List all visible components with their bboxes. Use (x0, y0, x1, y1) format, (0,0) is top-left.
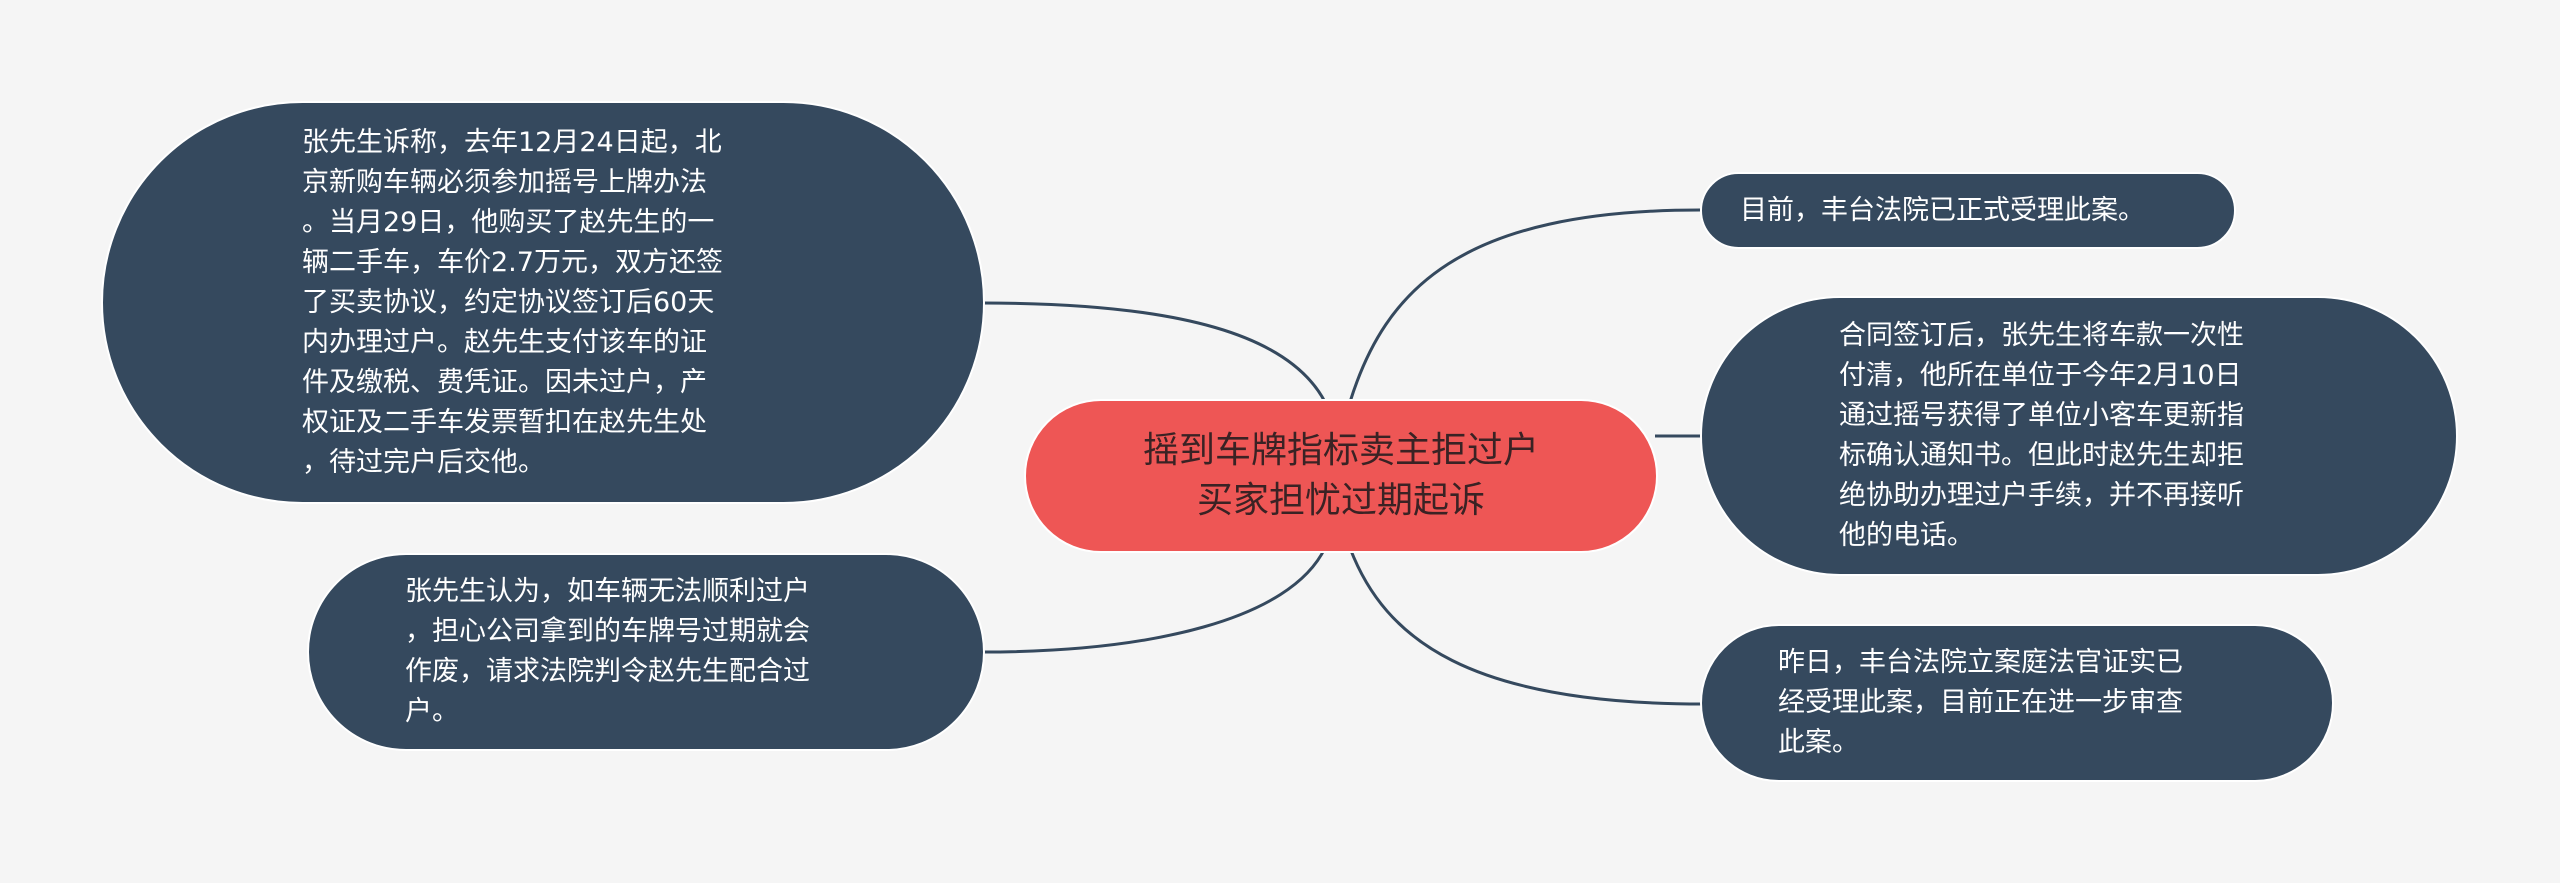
connector-left-top (982, 301, 1327, 403)
topic-right-top[interactable]: 目前，丰台法院已正式受理此案。 (1700, 172, 2236, 249)
connector-right-bottom (1348, 547, 1704, 706)
topic-left-top[interactable]: 张先生诉称，去年12月24日起，北 京新购车辆必须参加摇号上牌办法 。当月29日… (101, 101, 985, 504)
connector-right-top (1348, 208, 1701, 403)
topic-left-bottom[interactable]: 张先生认为，如车辆无法顺利过户 ，担心公司拿到的车牌号过期就会 作废，请求法院判… (307, 553, 985, 751)
topic-right-top-text: 目前，丰台法院已正式受理此案。 (1740, 194, 2145, 226)
central-topic[interactable]: 摇到车牌指标卖主拒过户 买家担忧过期起诉 (1024, 399, 1658, 553)
topic-right-bottom-text: 昨日，丰台法院立案庭法官证实已 经受理此案，目前正在进一步审查 此案。 (1778, 647, 2183, 758)
connector-left-bottom (982, 547, 1327, 654)
topic-left-top-text: 张先生诉称，去年12月24日起，北 京新购车辆必须参加摇号上牌办法 。当月29日… (302, 126, 723, 478)
topic-right-middle-text: 合同签订后，张先生将车款一次性 付清，他所在单位于今年2月10日 通过摇号获得了… (1839, 320, 2244, 551)
topic-left-bottom-text: 张先生认为，如车辆无法顺利过户 ，担心公司拿到的车牌号过期就会 作废，请求法院判… (405, 576, 810, 727)
topic-right-middle[interactable]: 合同签订后，张先生将车款一次性 付清，他所在单位于今年2月10日 通过摇号获得了… (1700, 296, 2458, 576)
central-topic-text: 摇到车牌指标卖主拒过户 买家担忧过期起诉 (1142, 430, 1539, 521)
topic-right-bottom[interactable]: 昨日，丰台法院立案庭法官证实已 经受理此案，目前正在进一步审查 此案。 (1700, 624, 2334, 782)
